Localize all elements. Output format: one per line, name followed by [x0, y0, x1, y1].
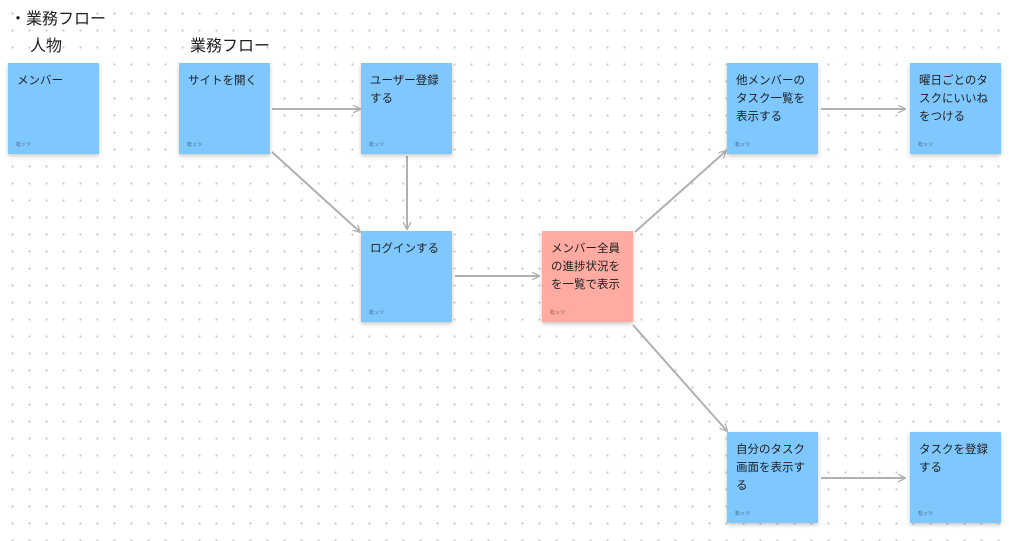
sticky-note-like-task[interactable]: 曜日ごとのタスクにいいねをつける 松ッツ	[910, 63, 1001, 154]
sticky-note-others-task-list[interactable]: 他メンバーのタスク一覧を表示する 松ッツ	[727, 63, 818, 154]
flow-column-heading: 業務フロー	[190, 36, 271, 55]
note-author: 松ッツ	[550, 310, 566, 316]
note-author: 松ッツ	[918, 142, 934, 148]
sticky-note-all-progress[interactable]: メンバー全員の進捗状況をを一覧で表示 松ッツ	[542, 231, 633, 322]
sticky-note-member[interactable]: メンバー 松ッツ	[8, 63, 99, 154]
sticky-note-open-site[interactable]: サイトを開く 松ッツ	[179, 63, 270, 154]
person-column-heading: 人物	[30, 36, 63, 55]
note-author: 松ッツ	[735, 511, 751, 517]
note-text: 曜日ごとのタスクにいいねをつける	[919, 73, 988, 123]
note-author: 松ッツ	[369, 310, 385, 316]
note-author: 松ッツ	[735, 142, 751, 148]
arrow-open-site-to-login[interactable]	[271, 151, 360, 232]
sticky-note-my-task-screen[interactable]: 自分のタスク画面を表示する 松ッツ	[727, 432, 818, 523]
arrow-progress-to-others-list[interactable]	[634, 151, 726, 233]
note-text: メンバー全員の進捗状況をを一覧で表示	[551, 241, 620, 291]
note-author: 松ッツ	[187, 142, 203, 148]
note-text: ログインする	[370, 241, 439, 255]
note-text: ユーザー登録する	[370, 73, 439, 105]
sticky-note-register-user[interactable]: ユーザー登録する 松ッツ	[361, 63, 452, 154]
board-title: ・業務フロー	[10, 9, 107, 28]
sticky-note-login[interactable]: ログインする 松ッツ	[361, 231, 452, 322]
note-text: タスクを登録する	[919, 442, 988, 474]
note-author: 松ッツ	[918, 511, 934, 517]
note-author: 松ッツ	[16, 142, 32, 148]
note-text: メンバー	[17, 73, 63, 87]
note-text: 自分のタスク画面を表示する	[736, 442, 805, 492]
sticky-note-register-task[interactable]: タスクを登録する 松ッツ	[910, 432, 1001, 523]
note-text: 他メンバーのタスク一覧を表示する	[736, 73, 805, 123]
note-author: 松ッツ	[369, 142, 385, 148]
arrow-progress-to-my-task[interactable]	[632, 324, 727, 431]
note-text: サイトを開く	[188, 73, 257, 87]
